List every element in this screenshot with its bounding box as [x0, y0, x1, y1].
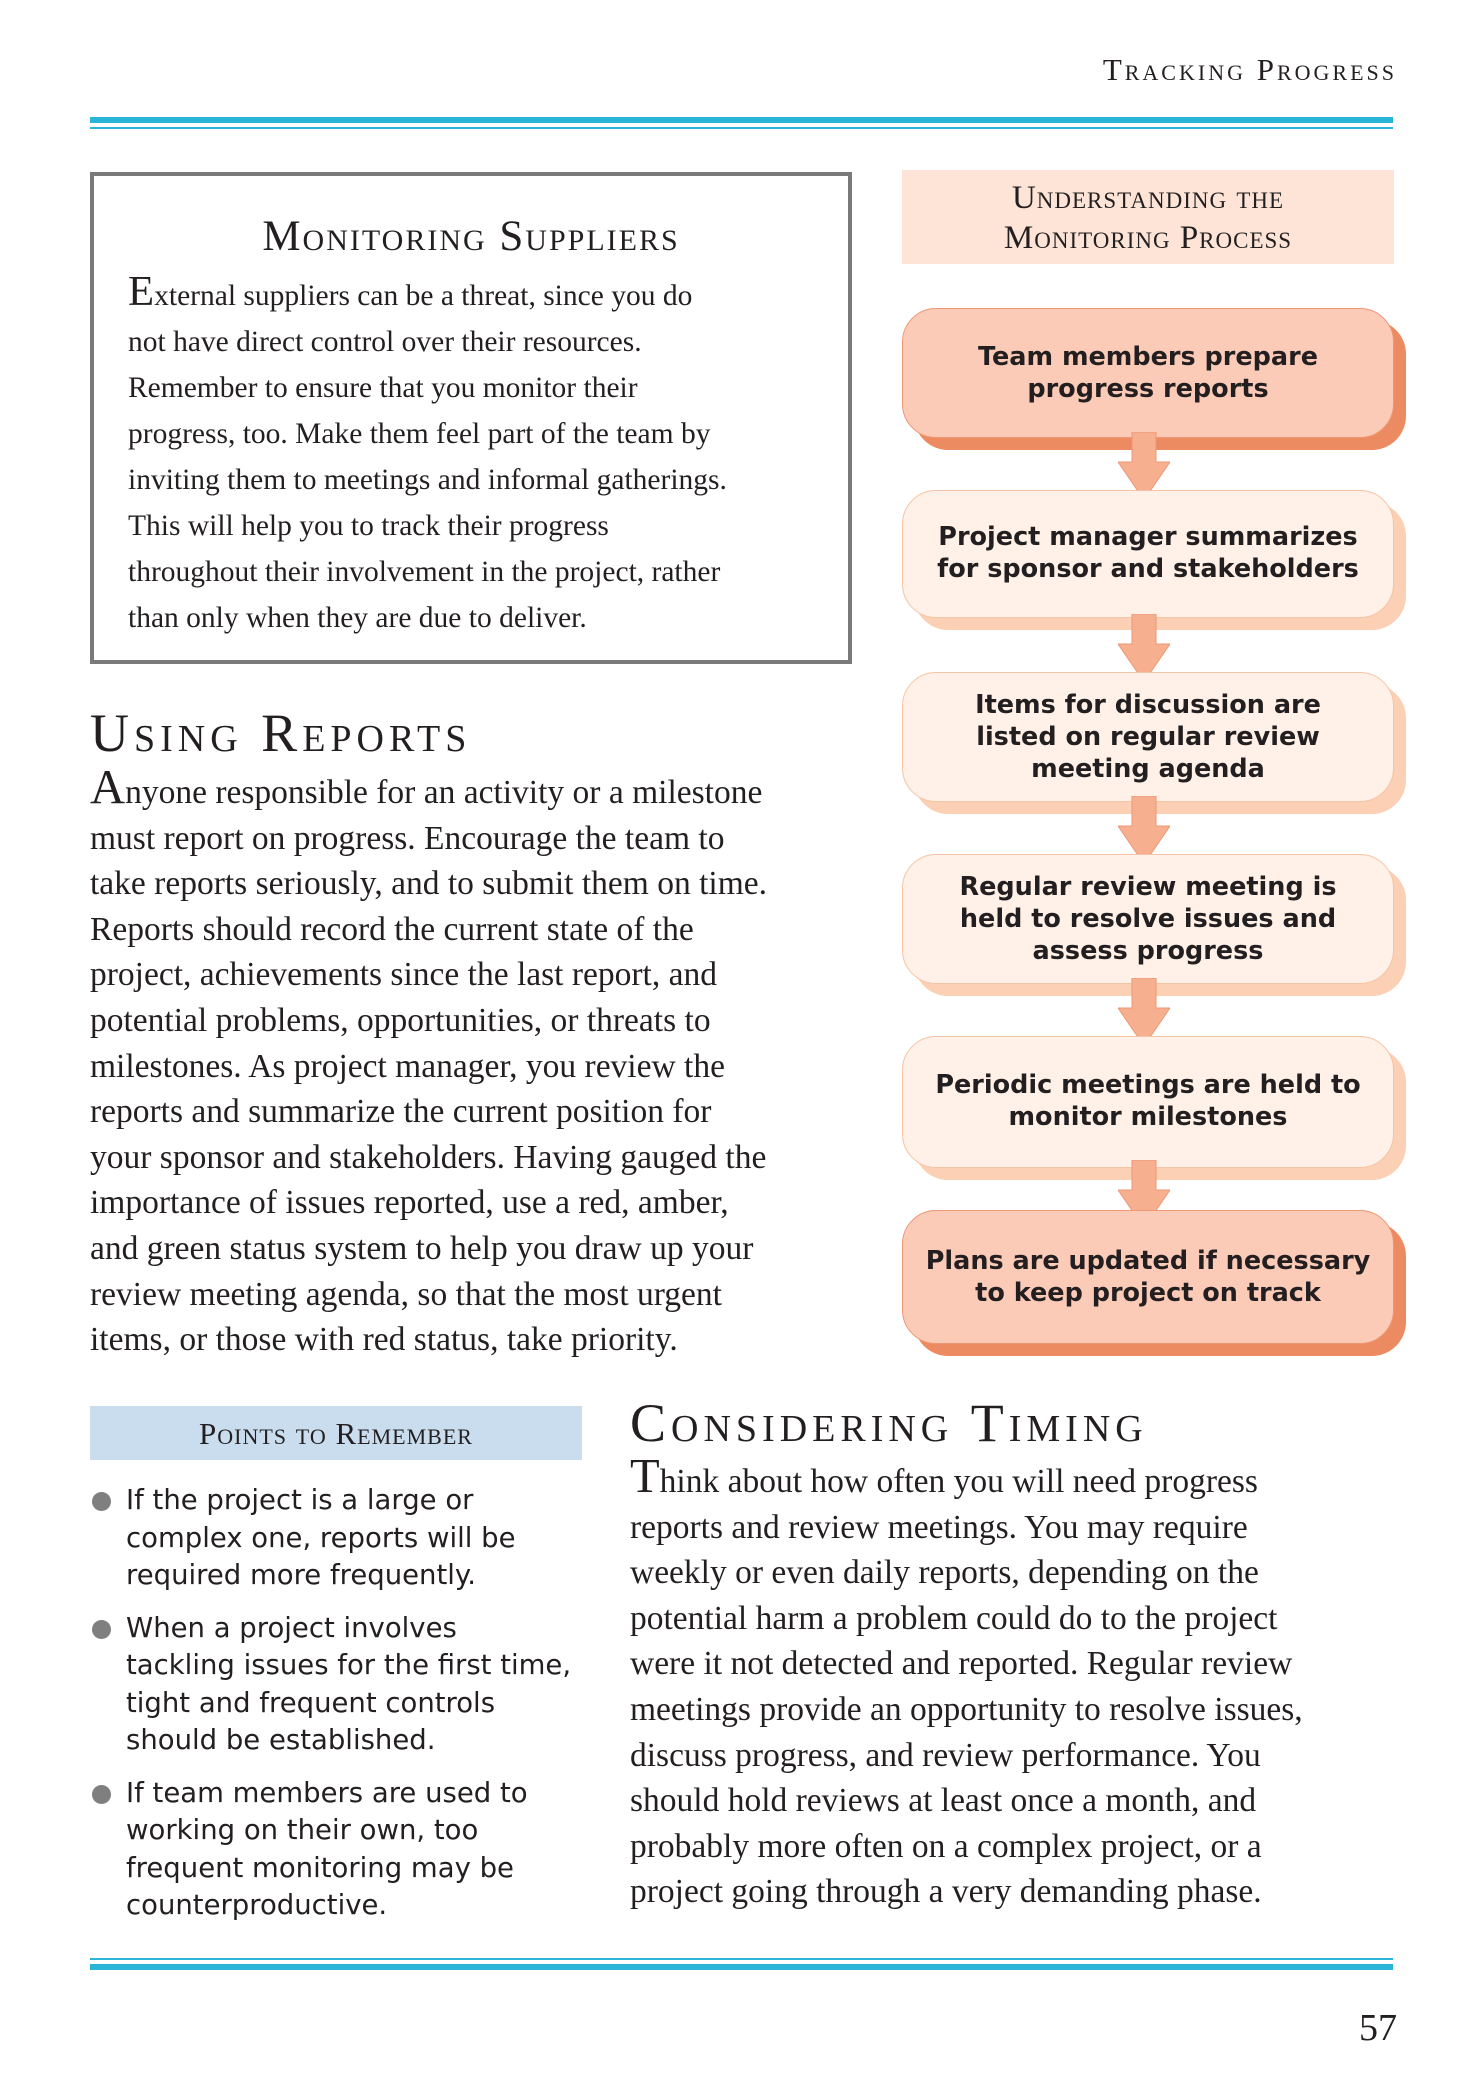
- bullet-icon: [92, 1492, 111, 1511]
- running-head: Tracking Progress: [1102, 52, 1397, 87]
- text-line: nyone responsible for an activity or a m…: [125, 774, 763, 811]
- text-line: If the project is a large or: [126, 1484, 474, 1516]
- text-line: tackling issues for the first time,: [126, 1649, 572, 1681]
- text-line: were it not detected and reported. Regul…: [630, 1645, 1293, 1683]
- text-line: Remember to ensure that you monitor thei…: [128, 372, 638, 404]
- text-line: tight and frequent controls: [126, 1686, 496, 1719]
- text-line: throughout their involvement in the proj…: [128, 556, 721, 588]
- bullet-icon: [92, 1619, 111, 1639]
- points-to-remember-title: Points to Remember: [90, 1406, 582, 1460]
- text-line: importance of issues reported, use a red…: [90, 1184, 729, 1222]
- text-line: xternal suppliers can be a threat, since…: [154, 280, 693, 312]
- text-line: probably more often on a complex project…: [630, 1827, 1262, 1865]
- considering-timing-heading: Considering Timing: [630, 1393, 1148, 1453]
- text-line: take reports seriously, and to submit th…: [90, 865, 768, 903]
- points-to-remember-list: If the project is a large or complex one…: [90, 1482, 590, 1940]
- drop-cap: T: [630, 1449, 660, 1503]
- flow-step-text: Periodic meetings are held to: [935, 1070, 1361, 1100]
- down-arrow-icon: [1118, 432, 1170, 500]
- page-number: 57: [1359, 2007, 1397, 2049]
- footer-rule: [90, 1958, 1393, 1970]
- text-line: should hold reviews at least once a mont…: [630, 1782, 1257, 1820]
- text-line: This will help you to track their progre…: [128, 510, 609, 542]
- text-line: not have direct control over their resou…: [128, 326, 642, 358]
- flow-step-text: Regular review meeting is: [959, 872, 1337, 902]
- text-line: your sponsor and stakeholders. Having ga…: [90, 1138, 767, 1176]
- flowchart-title-line: Monitoring Process: [1003, 220, 1293, 256]
- down-arrow-icon: [1118, 614, 1170, 682]
- text-line: When a project involves: [126, 1611, 457, 1644]
- text-line: hink about how often you will need progr…: [659, 1463, 1258, 1500]
- text-line: should be established.: [126, 1724, 436, 1756]
- text-line: discuss progress, and review performance…: [630, 1736, 1261, 1774]
- text-line: weekly or even daily reports, depending …: [630, 1554, 1259, 1592]
- flow-step-text: Team members prepare: [977, 342, 1319, 372]
- text-line: potential harm a problem could do to the…: [630, 1599, 1278, 1637]
- text-line: reports and summarize the current positi…: [90, 1093, 712, 1131]
- down-arrow-icon: [1118, 1160, 1170, 1228]
- flowchart-title: Understanding the Monitoring Process: [902, 170, 1394, 264]
- using-reports-body: Anyone responsible for an activity or a …: [90, 763, 870, 1363]
- text-line: counterproductive.: [126, 1889, 388, 1921]
- flow-step-text: held to resolve issues and: [959, 904, 1337, 934]
- text-line: complex one, reports will be: [126, 1521, 516, 1554]
- flow-step-text: listed on regular review: [976, 722, 1320, 752]
- flow-step-text: assess progress: [1032, 936, 1264, 966]
- monitoring-suppliers-box: Monitoring Suppliers External suppliers …: [90, 172, 852, 664]
- considering-timing-body: Think about how often you will need prog…: [630, 1452, 1410, 1915]
- list-item: If team members are used to working on t…: [90, 1775, 590, 1925]
- monitoring-suppliers-body: External suppliers can be a threat, sinc…: [128, 270, 814, 641]
- flow-step-text: Items for discussion are: [975, 690, 1321, 720]
- drop-cap: E: [128, 268, 155, 315]
- flow-step-text: to keep project on track: [975, 1278, 1321, 1308]
- flow-step-text: Plans are updated if necessary: [925, 1246, 1371, 1276]
- text-line: milestones. As project manager, you revi…: [90, 1047, 725, 1085]
- text-line: than only when they are due to deliver.: [128, 602, 587, 634]
- text-line: progress, too. Make them feel part of th…: [128, 418, 711, 450]
- flow-step-text: Project manager summarizes: [938, 522, 1358, 552]
- text-line: must report on progress. Encourage the t…: [90, 819, 725, 857]
- monitoring-suppliers-title: Monitoring Suppliers: [262, 213, 680, 260]
- flowchart-title-line: Understanding the: [1011, 180, 1285, 216]
- drop-cap: A: [90, 760, 126, 814]
- text-line: meetings provide an opportunity to resol…: [630, 1690, 1303, 1728]
- flow-step-text: for sponsor and stakeholders: [937, 554, 1359, 584]
- down-arrow-icon: [1118, 978, 1170, 1046]
- text-line: required more frequently.: [126, 1559, 476, 1591]
- list-item: If the project is a large or complex one…: [90, 1482, 590, 1595]
- text-line: If team members are used to: [126, 1776, 528, 1809]
- text-line: reports and review meetings. You may req…: [630, 1508, 1248, 1546]
- text-line: working on their own, too: [126, 1814, 479, 1846]
- list-item: When a project involves tackling issues …: [90, 1610, 590, 1760]
- text-line: items, or those with red status, take pr…: [90, 1321, 678, 1359]
- down-arrow-icon: [1118, 796, 1170, 864]
- text-line: and green status system to help you draw…: [90, 1229, 754, 1267]
- bullet-icon: [92, 1784, 111, 1804]
- text-line: project going through a very demanding p…: [630, 1873, 1262, 1911]
- text-line: potential problems, opportunities, or th…: [90, 1001, 711, 1039]
- flow-step-text: progress reports: [1027, 374, 1269, 404]
- text-line: inviting them to meetings and informal g…: [128, 464, 727, 496]
- text-line: project, achievements since the last rep…: [90, 956, 717, 994]
- text-line: Reports should record the current state …: [90, 910, 694, 948]
- flow-step-text: meeting agenda: [1031, 754, 1265, 784]
- flow-step-text: monitor milestones: [1008, 1102, 1288, 1132]
- header-rule: [90, 117, 1393, 129]
- text-line: review meeting agenda, so that the most …: [90, 1275, 722, 1313]
- text-line: frequent monitoring may be: [126, 1851, 514, 1884]
- using-reports-heading: Using Reports: [90, 703, 472, 763]
